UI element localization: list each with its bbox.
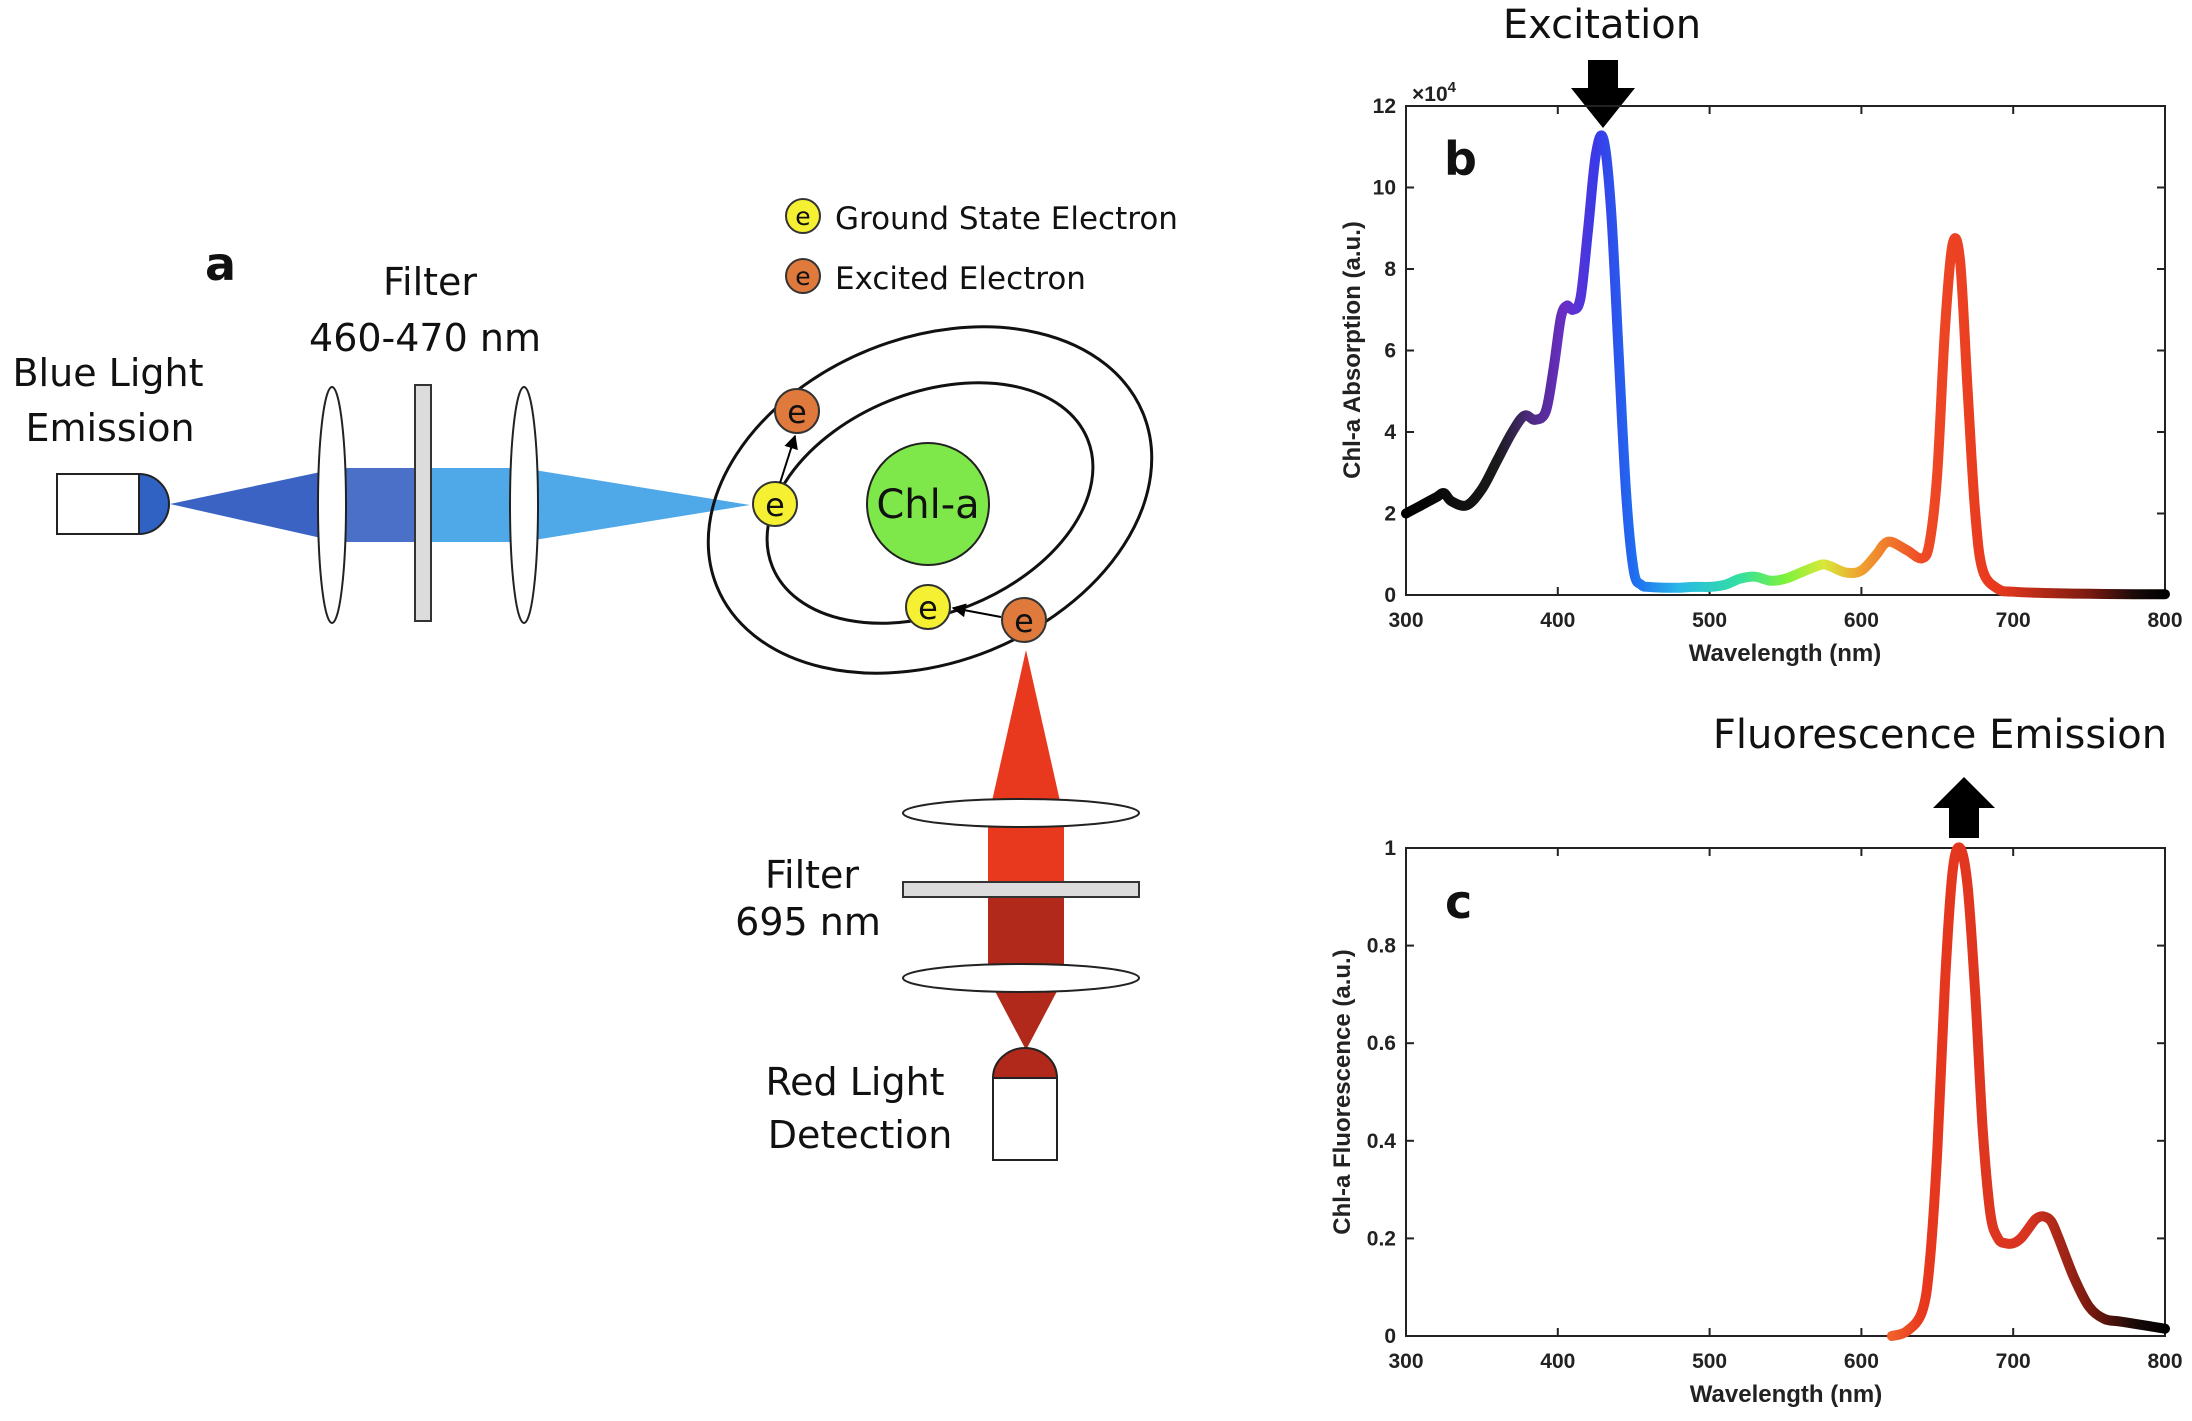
blue-emission-label-line2: Emission xyxy=(25,406,194,450)
fluorescence-annotation: Fluorescence Emission xyxy=(1713,712,2167,758)
x-tick-label: 600 xyxy=(1844,609,1879,632)
y-tick-label: 8 xyxy=(1384,258,1396,281)
y-tick-label: 6 xyxy=(1384,340,1396,363)
red-beam-diverging xyxy=(990,650,1062,810)
panel-b-letter: b xyxy=(1444,132,1477,186)
y-tick-label: 0 xyxy=(1384,1325,1396,1348)
blue-beam-converging xyxy=(522,468,750,542)
absorption-x-axis-label: Wavelength (nm) xyxy=(1689,640,1881,667)
fluorescence-x-ticks: 300 400 500 600 700 800 xyxy=(1388,848,2183,1373)
x-tick-label: 400 xyxy=(1540,1350,1575,1373)
legend-ground-label: Ground State Electron xyxy=(835,201,1178,237)
absorption-y-multiplier: ×104 xyxy=(1412,79,1457,106)
blue-filter-label-line2: 460-470 nm xyxy=(309,316,541,360)
x-tick-label: 300 xyxy=(1388,609,1423,632)
y-tick-label: 4 xyxy=(1384,421,1396,444)
y-tick-label: 12 xyxy=(1373,95,1396,118)
x-tick-label: 300 xyxy=(1388,1350,1423,1373)
inner-orbit xyxy=(765,381,1095,625)
y-tick-label: 0.6 xyxy=(1367,1032,1396,1055)
excited-electron-top xyxy=(774,388,820,434)
absorption-x-ticks: 300 400 500 600 700 800 xyxy=(1388,106,2183,632)
red-detector-lens xyxy=(991,1047,1059,1079)
y-tick-label: 2 xyxy=(1384,503,1396,526)
blue-filter-label-line1: Filter xyxy=(383,260,477,304)
legend-excited-swatch xyxy=(785,258,821,294)
absorption-y-axis-label: Chl-a Absorption (a.u.) xyxy=(1339,221,1366,479)
red-filter-plate xyxy=(902,881,1140,898)
y-tick-label: 1 xyxy=(1384,837,1396,860)
red-beam-converging xyxy=(988,978,1064,1050)
blue-lens-1 xyxy=(317,386,347,624)
x-tick-label: 600 xyxy=(1844,1350,1879,1373)
electron-legend: e Ground State Electron e Excited Electr… xyxy=(785,198,1178,297)
blue-light-source-body xyxy=(56,473,140,535)
blue-lens-2 xyxy=(509,386,539,624)
red-lens-2 xyxy=(902,963,1140,993)
ground-electron-bottom-symbol: e xyxy=(918,589,938,627)
fluorescence-series-line xyxy=(1886,842,2170,1341)
legend-ground-swatch xyxy=(785,198,821,234)
red-filter-label-line1: Filter xyxy=(765,853,859,897)
y-tick-label: 0.4 xyxy=(1367,1130,1397,1153)
blue-filter-plate xyxy=(414,384,432,622)
y-tick-label: 0.2 xyxy=(1367,1227,1396,1250)
emission-arrow-marker xyxy=(1933,777,1995,838)
relaxation-arrow xyxy=(951,603,1002,618)
chl-a-molecule xyxy=(866,442,990,566)
ground-electron-bottom xyxy=(905,584,951,630)
red-detection-label-line1: Red Light xyxy=(765,1060,944,1104)
absorption-plot-frame xyxy=(1405,105,2166,596)
panel-c-letter: c xyxy=(1445,875,1472,929)
blue-light-source-lens xyxy=(138,472,170,536)
chl-a-label: Chl-a xyxy=(876,482,979,528)
fluorescence-x-axis-label: Wavelength (nm) xyxy=(1690,1381,1882,1408)
ground-electron-left xyxy=(752,481,798,527)
x-tick-label: 400 xyxy=(1540,609,1575,632)
y-tick-label: 0.8 xyxy=(1367,935,1397,958)
excitation-annotation: Excitation xyxy=(1503,2,1701,48)
fluorescence-y-ticks: 0 0.2 0.4 0.6 0.8 1 xyxy=(1367,837,2165,1348)
y-tick-label: 0 xyxy=(1384,584,1396,607)
x-tick-label: 500 xyxy=(1692,609,1727,632)
red-beam-dark-section xyxy=(988,888,1064,978)
panel-a-letter: a xyxy=(205,237,236,291)
x-tick-label: 700 xyxy=(1996,609,2031,632)
legend-excited-swatch-symbol: e xyxy=(795,262,810,291)
blue-beam-light-section xyxy=(422,468,522,542)
fluorescence-chart: Fluorescence Emission c 300 400 500 600 700 8… xyxy=(1329,712,2183,1408)
blue-emission-label-line1: Blue Light xyxy=(12,351,203,395)
x-tick-label: 700 xyxy=(1996,1350,2031,1373)
red-lens-1 xyxy=(902,798,1140,828)
panel-a-diagram: a Blue Light Emission Filter 460-470 nm … xyxy=(12,198,1178,1161)
legend-excited-label: Excited Electron xyxy=(835,261,1086,297)
red-detector-body xyxy=(992,1077,1058,1161)
fluorescence-plot-frame xyxy=(1405,847,2166,1337)
excited-electron-top-symbol: e xyxy=(787,393,807,431)
red-detection-label-line2: Detection xyxy=(768,1113,953,1157)
excitation-arrow xyxy=(779,434,798,484)
ground-electron-left-symbol: e xyxy=(765,486,785,524)
absorption-chart: Excitation b ×104 300 400 500 600 700 800 0 2 4… xyxy=(1339,2,2183,667)
outer-orbit xyxy=(706,325,1154,675)
y-tick-label: 10 xyxy=(1373,177,1396,200)
excited-electron-bottom xyxy=(1001,597,1047,643)
legend-ground-swatch-symbol: e xyxy=(795,202,810,231)
absorption-series-line xyxy=(1401,130,2170,600)
fluorescence-y-axis-label: Chl-a Fluorescence (a.u.) xyxy=(1329,949,1356,1234)
absorption-y-ticks: 0 2 4 6 8 10 12 xyxy=(1373,95,2165,607)
excited-electron-bottom-symbol: e xyxy=(1014,602,1034,640)
x-tick-label: 800 xyxy=(2147,609,2182,632)
excitation-arrow-marker xyxy=(1571,60,1635,128)
x-tick-label: 800 xyxy=(2147,1350,2182,1373)
x-tick-label: 500 xyxy=(1692,1350,1727,1373)
blue-beam-diverging xyxy=(170,470,330,540)
red-filter-label-line2: 695 nm xyxy=(735,900,881,944)
